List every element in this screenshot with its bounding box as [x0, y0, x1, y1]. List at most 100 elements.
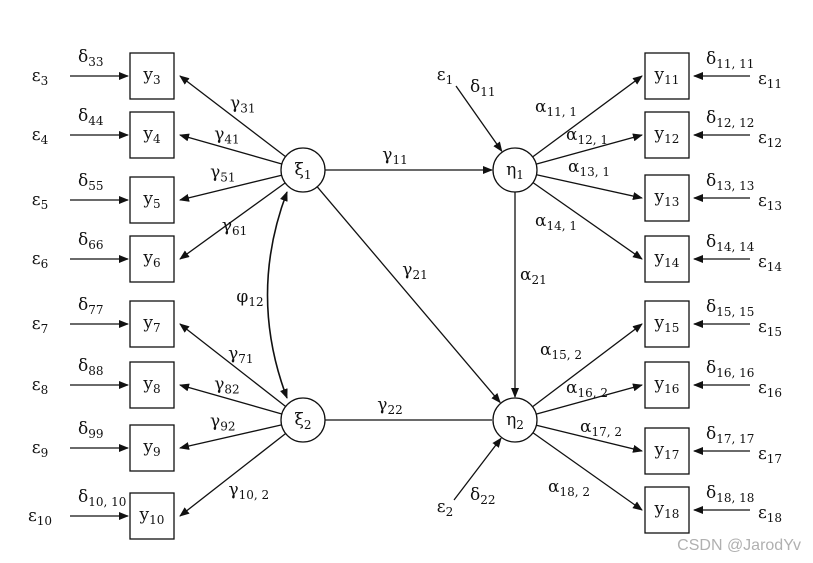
loading-arrow-y18	[532, 432, 643, 511]
indicator-label-y6: y6	[142, 248, 160, 270]
watermark: CSDN @JarodYv	[677, 537, 801, 554]
indicator-label-y17: y17	[654, 440, 680, 462]
label-xi1-eta1: γ11	[382, 145, 407, 167]
latent-label-eta2: η2	[506, 410, 524, 432]
indicator-label-y9: y9	[142, 437, 160, 459]
disturbance-label-e2: ε2	[437, 497, 453, 519]
indicator-box-y8	[129, 361, 175, 409]
loading-arrow-y13	[536, 174, 643, 200]
gamma-label-10: γ10, 2	[228, 480, 269, 502]
gamma-label-6: γ61	[222, 216, 247, 238]
disturbance-label-e1: ε1	[437, 65, 453, 87]
indicator-box-y17	[644, 427, 690, 475]
delta-label-11: δ11, 11	[706, 49, 754, 71]
loading-arrow-y3	[179, 75, 286, 158]
loading-arrow-y12	[536, 133, 643, 165]
indicator-box-y15	[644, 300, 690, 348]
indicator-box-y5	[129, 176, 175, 224]
delta-label-14: δ14, 14	[706, 232, 755, 254]
indicator-label-y3: y3	[142, 65, 160, 87]
indicator-box-y18	[644, 486, 690, 534]
loading-arrow-y4	[179, 133, 283, 165]
indicator-box-y7	[129, 300, 175, 348]
indicator-box-y16	[644, 361, 690, 409]
gamma-label-8: γ82	[214, 374, 239, 396]
delta-label-12: δ12, 12	[706, 108, 754, 130]
latent-label-xi1: ξ1	[294, 160, 311, 182]
error-label-e16: ε16	[758, 378, 782, 400]
indicator-box-y3	[129, 52, 175, 100]
indicator-label-y4: y4	[142, 124, 161, 146]
indicator-box-y9	[129, 424, 175, 472]
loading-arrow-y6	[179, 182, 286, 260]
gamma-label-4: γ41	[214, 124, 239, 146]
disturbance-arrow-eta1	[455, 85, 503, 152]
indicator-label-y14: y14	[654, 248, 680, 270]
latent-label-eta1: η1	[506, 160, 524, 182]
error-label-e3: ε3	[32, 66, 48, 88]
latent-node-xi2	[280, 397, 326, 443]
alpha-label-13: α13, 1	[568, 157, 610, 179]
latent-node-xi1	[280, 147, 326, 193]
gamma-label-7: γ71	[228, 344, 253, 366]
error-label-e15: ε15	[758, 317, 782, 339]
path-xi1-eta2	[316, 186, 501, 404]
error-label-e9: ε9	[32, 438, 48, 460]
alpha-label-15: α15, 2	[540, 340, 582, 362]
indicator-label-y11: y11	[654, 65, 680, 87]
indicator-label-y10: y10	[139, 505, 165, 527]
disturbance-arrow-eta2	[453, 437, 502, 501]
latent-node-eta1	[492, 147, 538, 193]
alpha-label-11: α11, 1	[535, 97, 577, 119]
label-xi2-eta2: γ22	[377, 395, 402, 417]
covariance-label-phi12: φ12	[236, 287, 263, 309]
alpha-label-17: α17, 2	[580, 417, 622, 439]
delta-label-18: δ18, 18	[706, 483, 754, 505]
indicator-box-y12	[644, 111, 690, 159]
error-label-e12: ε12	[758, 128, 782, 150]
disturbance-delta-eta1: δ11	[470, 77, 496, 99]
error-label-e10: ε10	[28, 506, 52, 528]
indicator-label-y8: y8	[142, 374, 160, 396]
nodes-layer	[129, 52, 690, 540]
delta-label-13: δ13, 13	[706, 171, 754, 193]
error-label-e5: ε5	[32, 190, 48, 212]
delta-label-3: δ33	[78, 47, 104, 69]
error-label-e11: ε11	[758, 69, 782, 91]
loading-arrow-y10	[179, 433, 287, 517]
error-label-e4: ε4	[32, 125, 49, 147]
indicator-box-y10	[129, 492, 175, 540]
error-label-e8: ε8	[32, 375, 48, 397]
alpha-label-14: α14, 1	[535, 211, 577, 233]
error-label-e6: ε6	[32, 249, 48, 271]
delta-label-9: δ99	[78, 419, 104, 441]
latent-node-eta2	[492, 397, 538, 443]
indicator-label-y18: y18	[654, 499, 680, 521]
indicator-box-y13	[644, 174, 690, 222]
loading-arrow-y5	[179, 174, 282, 202]
label-xi1-eta2: γ21	[402, 260, 427, 282]
loading-arrow-y11	[532, 75, 643, 158]
delta-label-4: δ44	[78, 106, 104, 128]
delta-label-8: δ88	[78, 356, 104, 378]
latent-label-xi2: ξ2	[294, 410, 311, 432]
indicator-label-y16: y16	[654, 374, 680, 396]
loading-arrow-y8	[179, 383, 283, 415]
paths-layer	[70, 72, 750, 520]
indicator-label-y13: y13	[654, 187, 680, 209]
loading-arrow-y15	[532, 323, 643, 408]
indicator-label-y15: y15	[654, 313, 680, 335]
error-label-e7: ε7	[32, 314, 48, 336]
alpha-label-18: α18, 2	[548, 477, 590, 499]
delta-label-7: δ77	[78, 295, 104, 317]
error-label-e18: ε18	[758, 503, 782, 525]
indicator-label-y5: y5	[142, 189, 160, 211]
gamma-label-3: γ31	[230, 93, 255, 115]
loading-arrow-y14	[532, 182, 643, 260]
indicator-box-y4	[129, 111, 175, 159]
indicator-box-y14	[644, 235, 690, 283]
gamma-label-5: γ51	[210, 163, 235, 185]
loading-arrow-y17	[536, 424, 643, 453]
delta-label-6: δ66	[78, 230, 104, 252]
gamma-label-9: γ92	[210, 411, 235, 433]
